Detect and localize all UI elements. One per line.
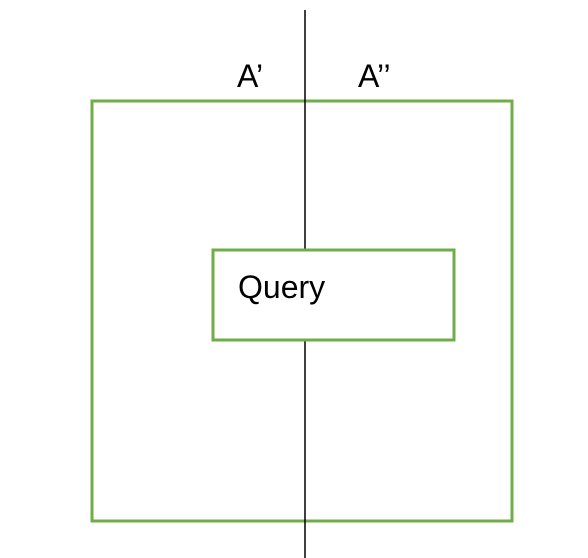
query-box (211, 248, 456, 342)
right-region-label: A’’ (358, 58, 391, 94)
outer-region-box (90, 99, 514, 523)
query-label: Query (238, 269, 326, 305)
left-region-label: A’ (237, 58, 264, 94)
